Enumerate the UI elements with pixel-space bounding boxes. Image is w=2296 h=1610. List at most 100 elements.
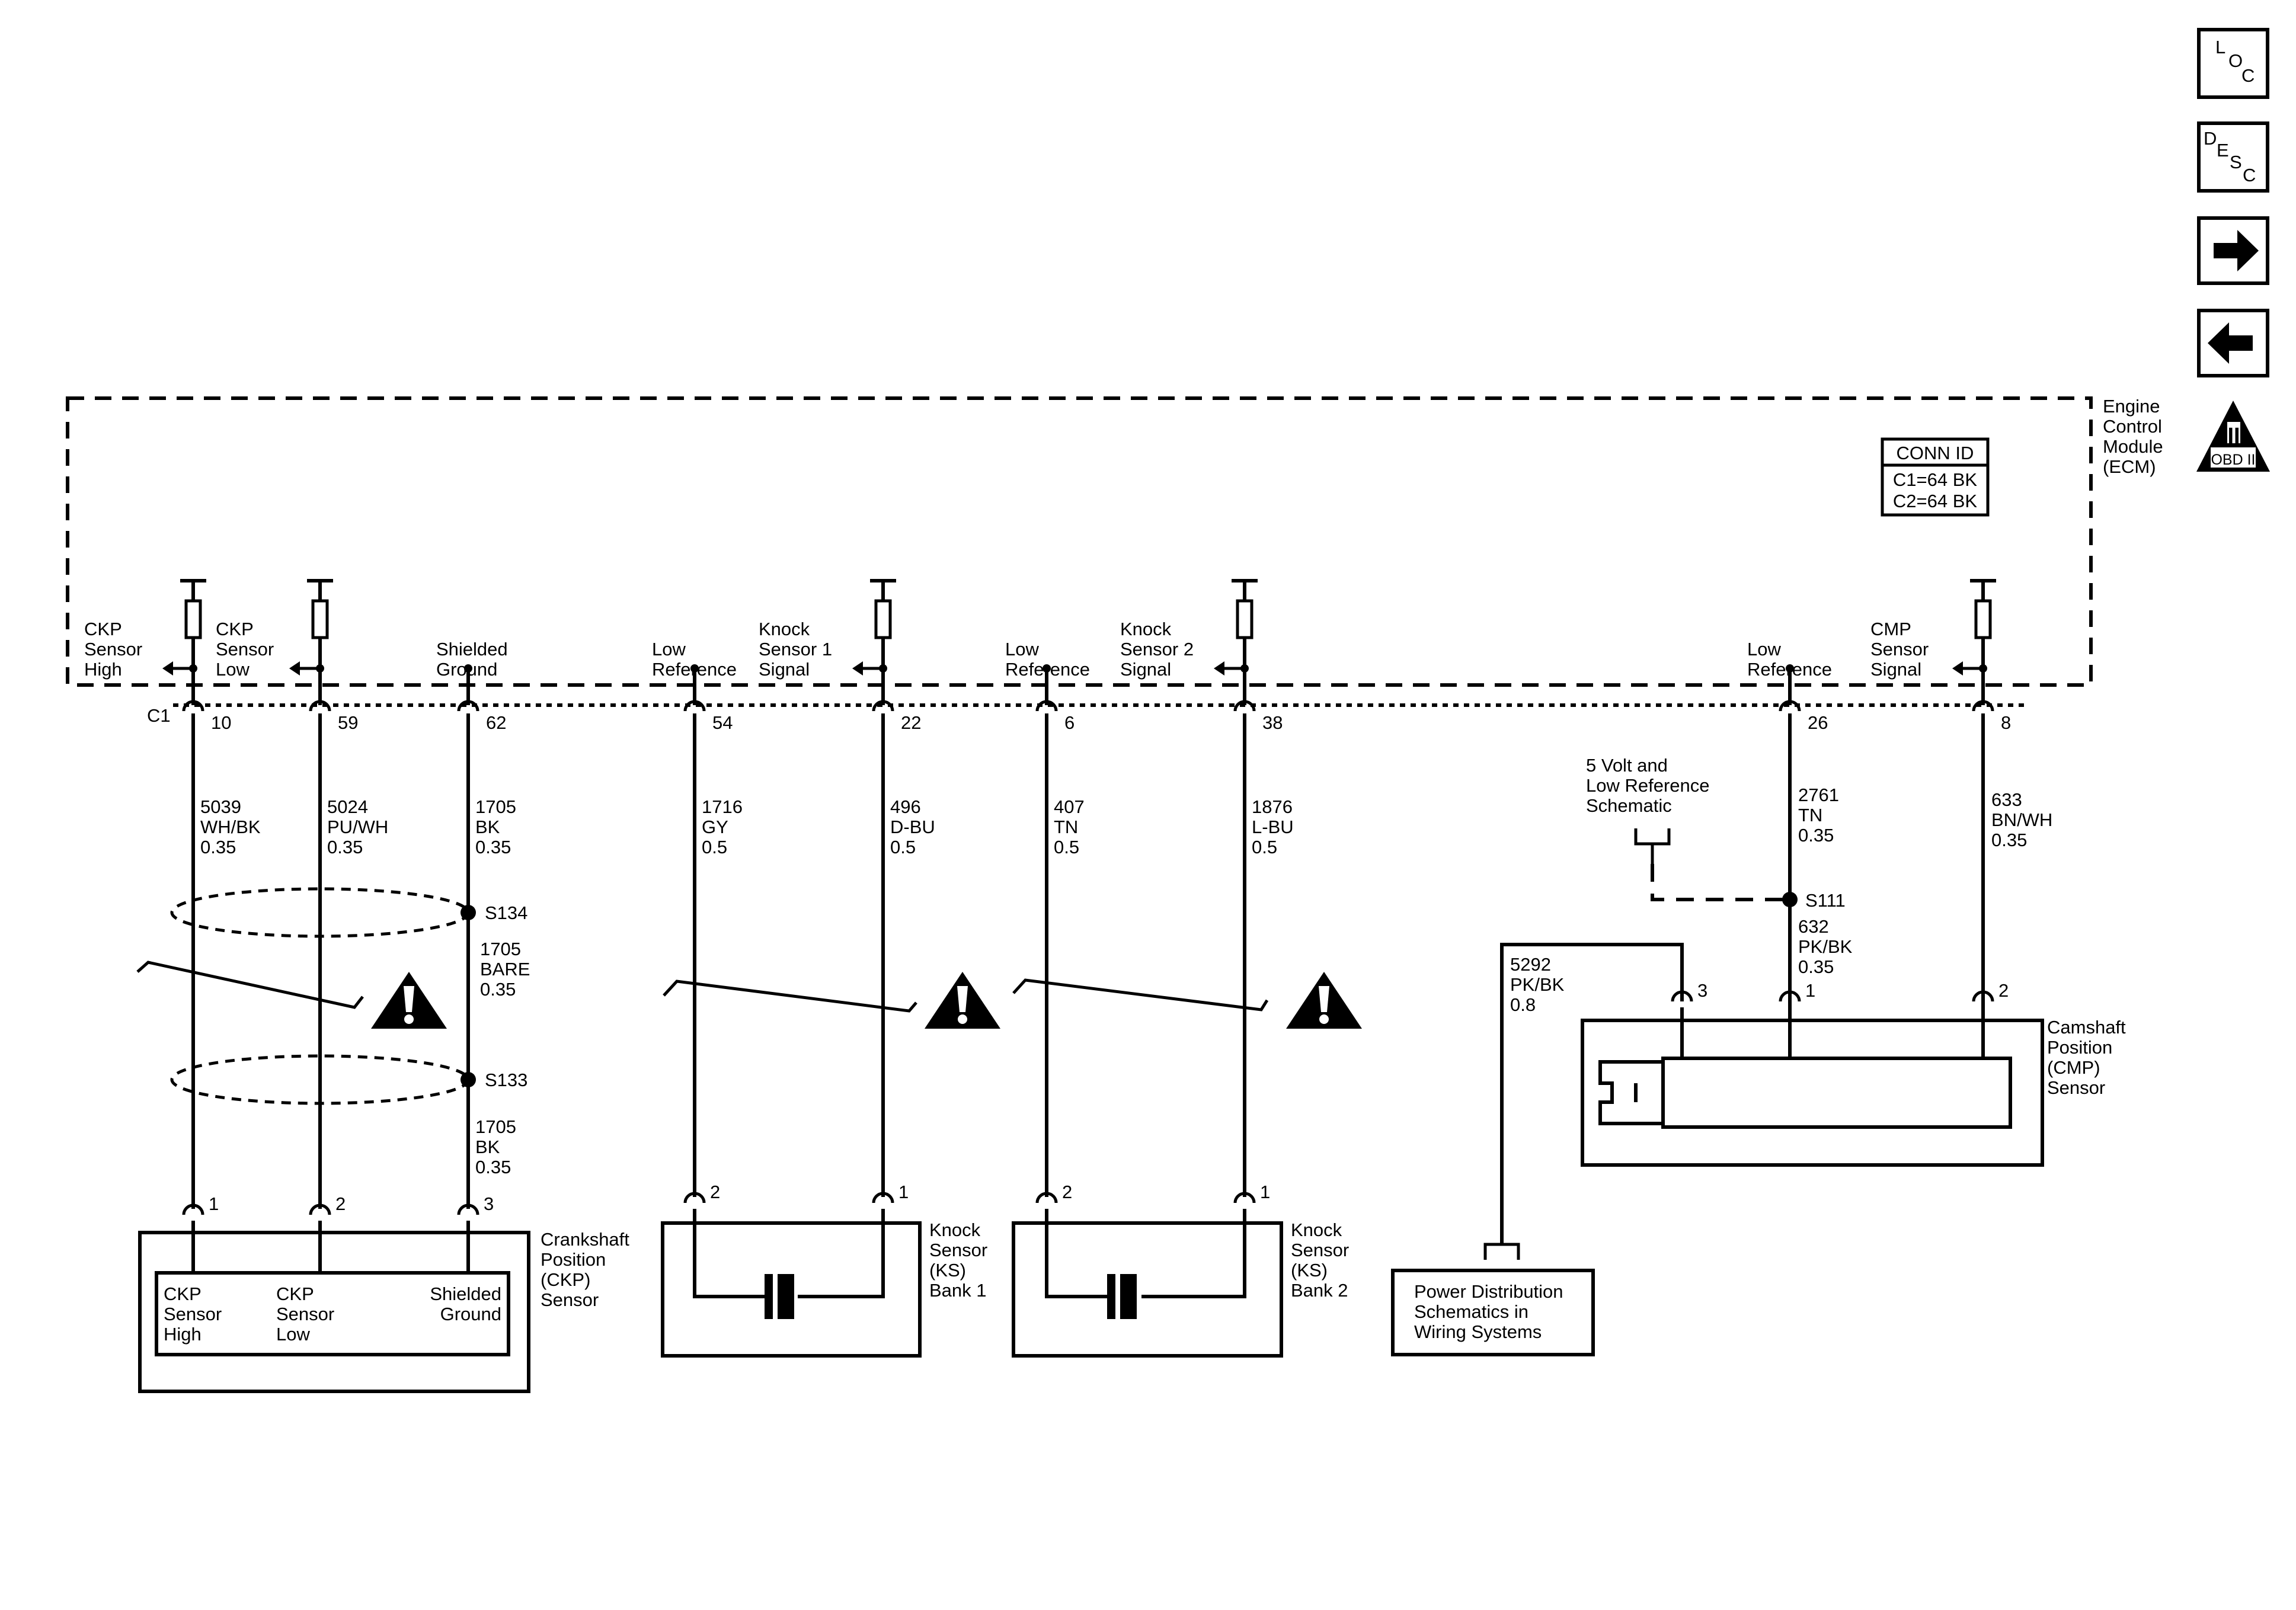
arrow-right-icon — [2214, 230, 2259, 271]
ckp-sensor-label-line: (CKP) — [541, 1269, 590, 1290]
pin-label: CMP — [1870, 619, 1911, 639]
caution-icons — [371, 972, 1362, 1029]
ckp-sensor-label: Crankshaft Position (CKP) Sensor — [541, 1229, 629, 1310]
ckp-pin-number: 1 — [209, 1193, 219, 1214]
arrow-left-icon — [1952, 661, 1963, 676]
cmp-sensor: 3 1 2 Camshaft Position (CMP) Sensor — [1581, 980, 2126, 1167]
break-line — [1012, 978, 1269, 1012]
pin-number: 6 — [1064, 712, 1075, 733]
wire-label: PK/BK — [1510, 974, 1565, 995]
ckp-pin-label: Shielded — [430, 1283, 501, 1304]
desc-letter-c: C — [2243, 165, 2256, 185]
ks2-pin-number: 1 — [1260, 1182, 1270, 1202]
loc-button[interactable]: L O C — [2197, 28, 2269, 99]
pin-connector-icon — [309, 1204, 331, 1215]
next-button[interactable] — [2197, 216, 2269, 285]
resistor-icon — [1236, 599, 1253, 639]
obd-label: OBD II — [2211, 452, 2255, 468]
ecm-label: Engine Control Module (ECM) — [2103, 396, 2163, 477]
wire-label: BN/WH — [1991, 809, 2052, 830]
loc-letter-o: O — [2228, 50, 2243, 71]
desc-letter-e: E — [2217, 140, 2229, 161]
cmp-pin-number: 1 — [1805, 980, 1815, 1001]
wire-label: 1705 — [475, 796, 516, 817]
splice-s111: S111 632 PK/BK 0.35 — [1782, 890, 1853, 977]
cmp-label-line: Camshaft — [2047, 1017, 2126, 1038]
conn-id-table: CONN ID C1=64 BK C2=64 BK — [1881, 437, 1990, 517]
wire-label: 0.35 — [1798, 956, 1834, 977]
back-button[interactable] — [2197, 309, 2269, 377]
pin-label: Reference — [1747, 659, 1832, 680]
five-volt-ref-line: Low Reference — [1586, 775, 1710, 796]
ecm-boundary — [66, 396, 2093, 687]
wire-label: BK — [475, 1137, 500, 1157]
wire-label: BARE — [480, 959, 530, 980]
wire-label: BK — [475, 817, 500, 837]
pin-number: 59 — [338, 712, 358, 733]
ks1-label-line: Sensor — [929, 1240, 987, 1260]
wire-label: 407 — [1054, 796, 1085, 817]
pin-label: Ground — [436, 659, 497, 680]
splice-s111-label: S111 — [1805, 890, 1846, 911]
ks2-element — [1107, 1274, 1115, 1319]
wire-label: GY — [702, 817, 728, 837]
obd-ii-badge[interactable]: II OBD II — [2196, 401, 2270, 472]
ks2-label-line: Bank 2 — [1291, 1280, 1348, 1301]
ks1-label-line: Knock — [929, 1219, 981, 1240]
arrow-left-icon — [2208, 322, 2253, 364]
ecm-label-line: Engine — [2103, 396, 2160, 417]
cmp-label-line: Sensor — [2047, 1077, 2105, 1098]
five-volt-ref-line: 5 Volt and — [1586, 755, 1668, 776]
desc-letter-s: S — [2230, 152, 2242, 172]
wire-label: TN — [1798, 805, 1822, 825]
cmp-pin-number: 3 — [1697, 980, 1707, 1001]
cmp-connector-body — [1598, 1060, 1663, 1125]
cmp-label-line: (CMP) — [2047, 1057, 2100, 1078]
resistor-icon — [311, 599, 329, 639]
wire-label: 0.8 — [1510, 994, 1536, 1015]
wire-label: 0.5 — [1252, 837, 1277, 857]
pin-connector-icon — [182, 1204, 204, 1215]
ks2-label-line: Knock — [1291, 1219, 1342, 1240]
break-line — [663, 980, 917, 1013]
power-dist-box-line: Power Distribution — [1414, 1281, 1563, 1302]
pin-connector-icon — [1972, 990, 1994, 1002]
five-volt-reference: 5 Volt and Low Reference Schematic — [1586, 755, 1790, 901]
pin-connector-icon — [683, 1192, 706, 1204]
pin-number: 22 — [901, 712, 921, 733]
wire-label: 1705 — [480, 939, 521, 959]
pin-label: High — [84, 659, 122, 680]
pin-connector-icon — [1035, 1192, 1058, 1204]
arrow-left-icon — [852, 661, 863, 676]
power-distribution-box[interactable]: Power Distribution Schematics in Wiring … — [1391, 1269, 1595, 1356]
wire-label: 0.35 — [1798, 825, 1834, 846]
wire-label: 1705 — [475, 1116, 516, 1137]
ecm-module: Engine Control Module (ECM) CONN ID C1=6… — [66, 396, 2163, 726]
resistor-icon — [184, 599, 202, 639]
cmp-label: Camshaft Position (CMP) Sensor — [2047, 1017, 2126, 1098]
wire-label: 0.35 — [1991, 830, 2027, 850]
pin-number: 38 — [1262, 712, 1283, 733]
obd-numeral: II — [2227, 424, 2240, 449]
pin-connector-icon — [1779, 990, 1801, 1002]
splice-s134-dot — [461, 905, 476, 920]
arrow-left-icon — [289, 661, 300, 676]
wire-label: 0.35 — [475, 837, 511, 857]
wire-label: 0.5 — [1054, 837, 1079, 857]
cmp-pin-number: 2 — [1998, 980, 2009, 1001]
wire-label: 5292 — [1510, 954, 1551, 975]
pin-label: Sensor — [1870, 639, 1929, 660]
wire-label: 0.35 — [327, 837, 363, 857]
desc-button[interactable]: D E S C — [2197, 121, 2269, 193]
wire-label: 1876 — [1252, 796, 1293, 817]
ks2-pin-number: 2 — [1062, 1182, 1072, 1202]
ckp-pin-label: Sensor — [276, 1304, 334, 1324]
